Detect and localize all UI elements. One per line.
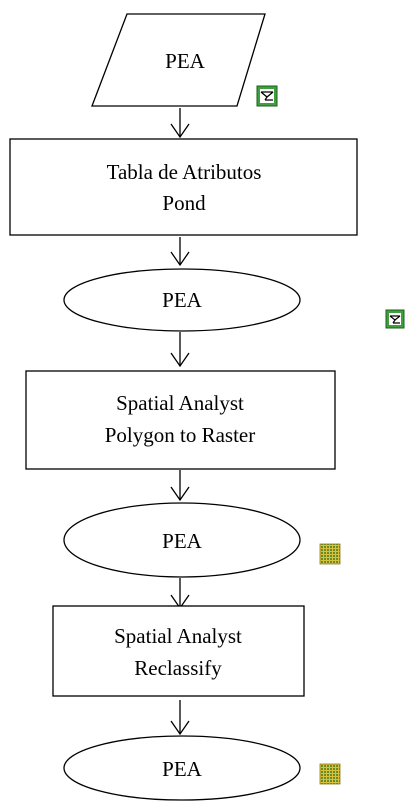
node-output-ellipse-2: PEA [63,502,301,578]
polygon-shapefile-icon [385,309,405,329]
node-output-ellipse-1: PEA [63,268,301,332]
node-2-label-line-1: Tabla de Atributos [107,160,262,184]
node-5-label: PEA [162,529,203,553]
connector-6 [170,700,190,736]
node-4-label-line-2: Polygon to Raster [105,423,256,447]
node-1-label: PEA [165,49,206,73]
connector-3 [170,332,190,368]
raster-grid-icon [319,543,341,565]
node-2-label-line-2: Pond [162,191,206,215]
connector-4 [170,470,190,502]
node-3-label: PEA [162,288,203,312]
node-process-tabla-de-atributos: Tabla de Atributos Pond [9,138,358,236]
node-6-label-line-2: Reclassify [134,656,222,680]
node-process-reclassify: Spatial Analyst Reclassify [52,605,305,697]
connector-5 [170,578,190,610]
polygon-shapefile-icon [256,85,278,107]
node-4-label-line-1: Spatial Analyst [116,391,244,415]
node-input-parallelogram: PEA [91,13,266,107]
node-7-label: PEA [162,757,203,781]
node-6-label-line-1: Spatial Analyst [114,624,242,648]
node-output-ellipse-3: PEA [63,735,301,801]
connector-2 [170,237,190,267]
node-process-polygon-to-raster: Spatial Analyst Polygon to Raster [25,370,336,470]
raster-grid-icon [319,763,341,785]
connector-1 [170,108,190,139]
